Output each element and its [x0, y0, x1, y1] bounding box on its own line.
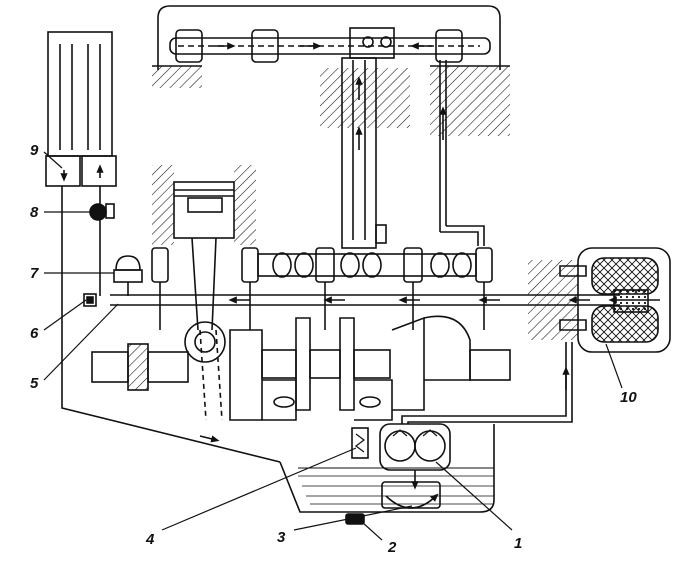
leader-3 — [293, 505, 413, 531]
instrument-panel — [45, 31, 117, 187]
leader-5 — [43, 303, 119, 381]
callout-1: 1 — [514, 535, 522, 552]
rocker-shaft-oil-gallery — [169, 27, 491, 63]
leader-9 — [43, 151, 63, 169]
callout-8: 8 — [30, 204, 39, 221]
cylinder-block-left — [152, 165, 256, 245]
leader-4 — [161, 447, 357, 531]
oil-pump — [379, 423, 451, 490]
connecting-rod — [184, 237, 226, 363]
vertical-feed-column — [341, 57, 387, 249]
camshaft — [151, 247, 493, 283]
callout-labels: 1 2 3 4 5 6 7 8 9 10 — [30, 142, 637, 556]
right-oil-riser — [439, 60, 485, 246]
leader-1 — [435, 461, 513, 531]
crankshaft — [91, 315, 511, 421]
pump-outlet-line — [401, 342, 573, 424]
oil-filter — [528, 247, 671, 353]
callout-2: 2 — [387, 539, 397, 556]
callout-6: 6 — [30, 325, 39, 342]
callout-4: 4 — [145, 531, 155, 548]
leader-lines — [43, 151, 623, 541]
oil-pressure-sensor — [89, 186, 115, 296]
return-line — [61, 186, 281, 463]
leader-10 — [605, 343, 623, 389]
leader-6 — [43, 299, 87, 331]
oil-sump — [279, 424, 495, 513]
callout-7: 7 — [30, 265, 39, 282]
piston — [173, 181, 235, 239]
cylinder-head — [152, 5, 510, 136]
callout-9: 9 — [30, 142, 39, 159]
pressure-relief-valve — [351, 427, 369, 459]
oil-pickup-screen — [381, 481, 441, 509]
callout-3: 3 — [277, 529, 286, 546]
callout-5: 5 — [30, 375, 39, 392]
warning-lamp-sensor — [113, 255, 143, 296]
callout-10: 10 — [620, 389, 637, 406]
gallery-plug — [83, 293, 97, 307]
leader-2 — [361, 521, 383, 541]
